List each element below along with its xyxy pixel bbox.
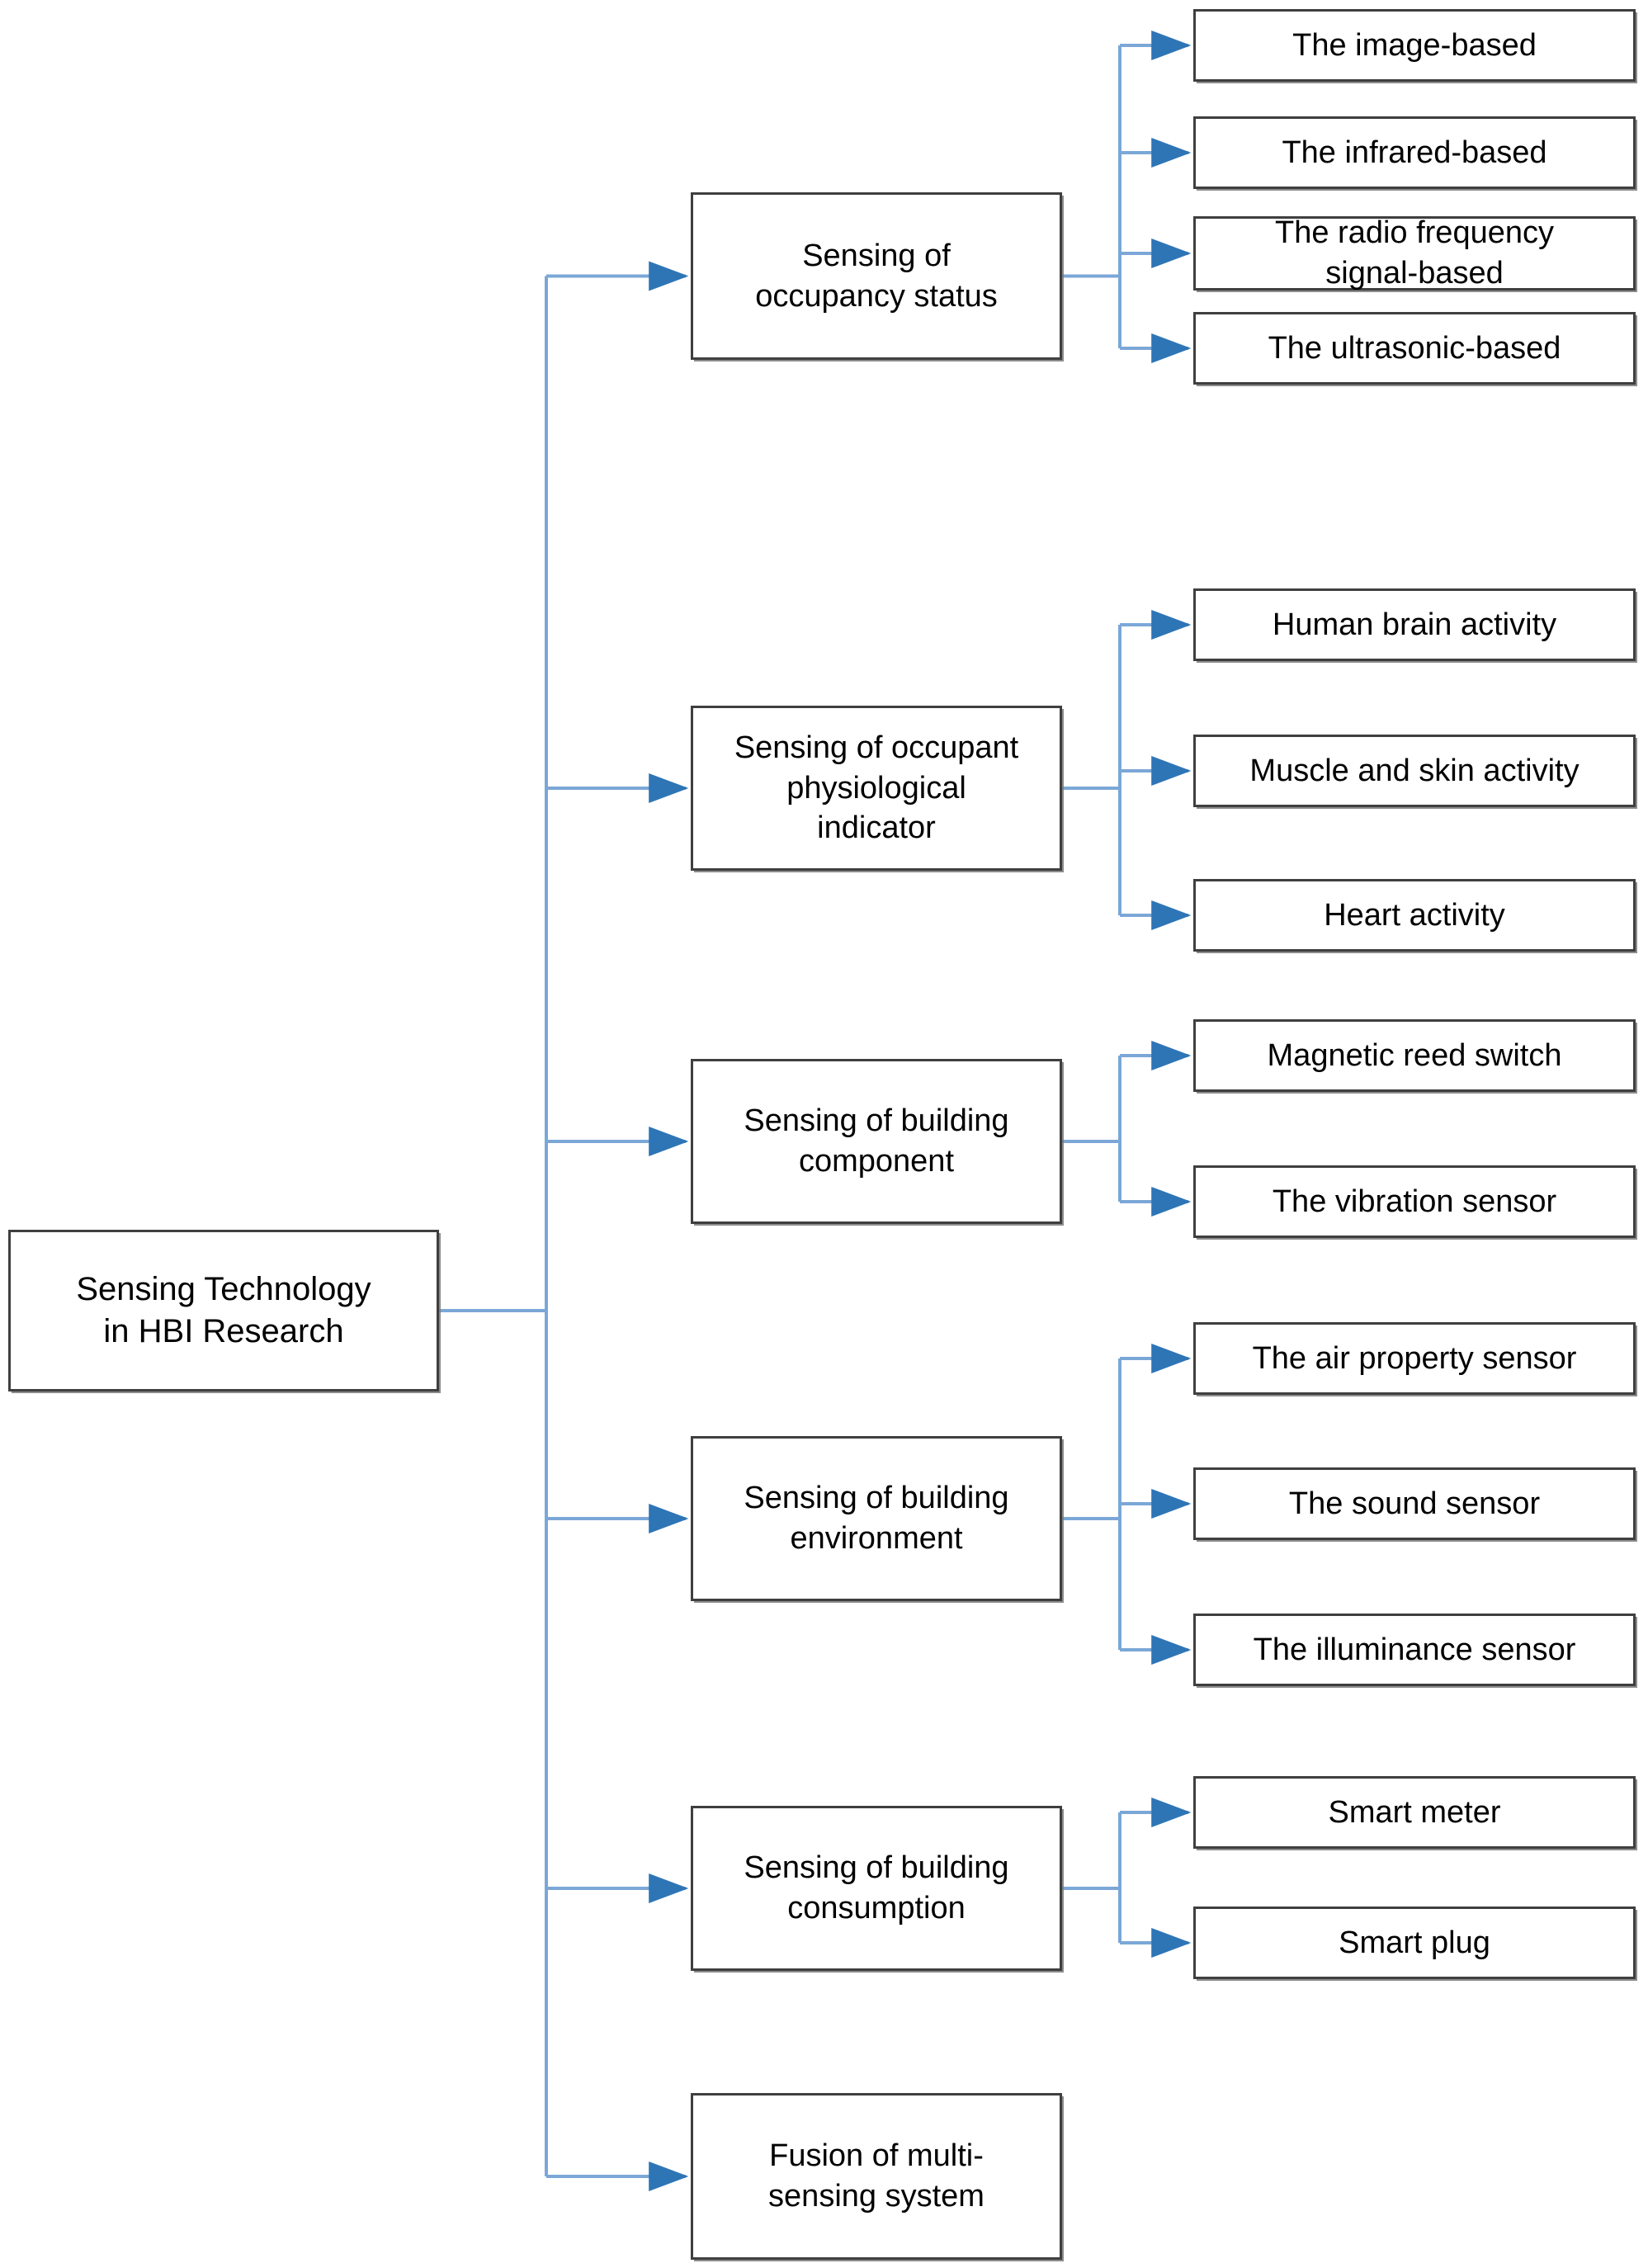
leaf-node-air-property-sensor[interactable]: The air property sensor	[1193, 1322, 1636, 1395]
category-node-building-component-label: Sensing of building component	[744, 1103, 1009, 1179]
leaf-node-magnetic-reed-switch-label: Magnetic reed switch	[1267, 1037, 1562, 1073]
leaf-node-infrared-based-label: The infrared-based	[1282, 135, 1547, 170]
leaf-node-muscle-and-skin-activity-label: Muscle and skin activity	[1249, 753, 1580, 788]
leaf-node-smart-plug[interactable]: Smart plug	[1193, 1907, 1636, 1979]
leaf-node-human-brain-activity-label: Human brain activity	[1272, 607, 1557, 642]
leaf-node-muscle-and-skin-activity[interactable]: Muscle and skin activity	[1193, 735, 1636, 807]
category-node-occupant-physiological-indicator[interactable]: Sensing of occupant physiological indica…	[691, 706, 1062, 871]
leaf-node-illuminance-sensor[interactable]: The illuminance sensor	[1193, 1614, 1636, 1686]
leaf-node-smart-meter-label: Smart meter	[1328, 1794, 1501, 1830]
leaf-node-radio-frequency-based[interactable]: The radio frequency signal-based	[1193, 215, 1636, 291]
category-node-occupancy-status-label: Sensing of occupancy status	[755, 238, 998, 314]
root-node[interactable]: Sensing Technology in HBI Research	[8, 1230, 439, 1392]
leaf-node-vibration-sensor[interactable]: The vibration sensor	[1193, 1165, 1636, 1238]
category-node-building-consumption[interactable]: Sensing of building consumption	[691, 1806, 1062, 1971]
category-node-building-component[interactable]: Sensing of building component	[691, 1059, 1062, 1224]
leaf-node-sound-sensor[interactable]: The sound sensor	[1193, 1467, 1636, 1540]
leaf-node-magnetic-reed-switch[interactable]: Magnetic reed switch	[1193, 1019, 1636, 1092]
leaf-node-ultrasonic-based-label: The ultrasonic-based	[1268, 330, 1561, 366]
leaf-node-air-property-sensor-label: The air property sensor	[1252, 1340, 1577, 1376]
leaf-node-human-brain-activity[interactable]: Human brain activity	[1193, 588, 1636, 661]
leaf-node-radio-frequency-based-label: The radio frequency signal-based	[1275, 215, 1554, 291]
leaf-node-sound-sensor-label: The sound sensor	[1288, 1486, 1541, 1521]
leaf-node-heart-activity-label: Heart activity	[1324, 897, 1505, 933]
category-node-occupant-physiological-indicator-label: Sensing of occupant physiological indica…	[734, 730, 1019, 846]
category-node-building-environment-label: Sensing of building environment	[744, 1481, 1009, 1556]
leaf-node-smart-plug-label: Smart plug	[1339, 1925, 1490, 1960]
leaf-node-heart-activity[interactable]: Heart activity	[1193, 879, 1636, 952]
category-node-occupancy-status[interactable]: Sensing of occupancy status	[691, 192, 1062, 360]
category-node-fusion-multi-sensing-system[interactable]: Fusion of multi- sensing system	[691, 2093, 1062, 2260]
category-node-fusion-multi-sensing-system-label: Fusion of multi- sensing system	[768, 2138, 985, 2214]
category-node-building-environment[interactable]: Sensing of building environment	[691, 1436, 1062, 1601]
leaf-node-ultrasonic-based[interactable]: The ultrasonic-based	[1193, 312, 1636, 385]
leaf-node-illuminance-sensor-label: The illuminance sensor	[1253, 1632, 1576, 1667]
leaf-node-image-based-label: The image-based	[1292, 27, 1537, 63]
leaf-node-smart-meter[interactable]: Smart meter	[1193, 1776, 1636, 1849]
leaf-node-infrared-based[interactable]: The infrared-based	[1193, 116, 1636, 189]
root-node-label: Sensing Technology in HBI Research	[76, 1270, 371, 1349]
leaf-node-vibration-sensor-label: The vibration sensor	[1272, 1184, 1557, 1219]
category-node-building-consumption-label: Sensing of building consumption	[744, 1850, 1009, 1925]
leaf-node-image-based[interactable]: The image-based	[1193, 9, 1636, 82]
